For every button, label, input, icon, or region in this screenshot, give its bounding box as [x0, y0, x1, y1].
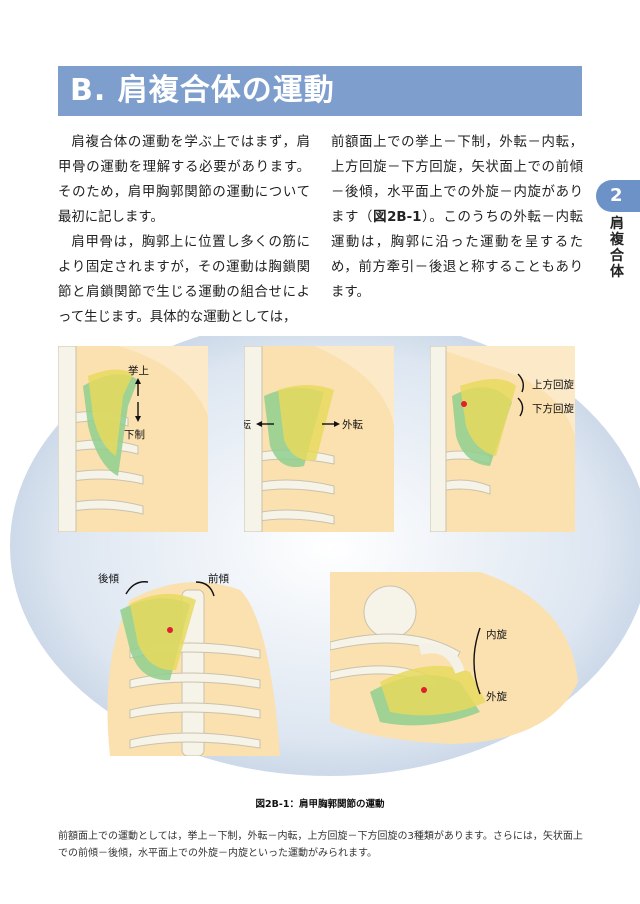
paragraph-text: ）。このうちの外転－内転運動は，胸郭に沿った運動を呈するため，前方牽引－後退と称… — [331, 210, 583, 300]
label-anterior-tilt: 前傾 — [208, 572, 229, 585]
section-header-band — [58, 66, 582, 116]
panel-upward-downward-rotation: 上方回旋 下方回旋 — [430, 346, 575, 532]
label-depression: 下制 — [124, 428, 145, 441]
paragraph: 肩甲骨は，胸郭上に位置し多くの筋により固定されますが，その運動は胸鎖関節と肩鎖関… — [58, 235, 310, 325]
section-title: B. 肩複合体の運動 — [70, 73, 335, 108]
chapter-tab[interactable]: 2 — [596, 180, 640, 212]
paragraph: 肩複合体の運動を学ぶ上ではまず，肩甲骨の運動を理解する必要があります。そのため，… — [58, 135, 310, 225]
label-internal-rotation: 内旋 — [486, 628, 507, 641]
panel-internal-external-rotation: 内旋 外旋 — [330, 572, 580, 754]
label-abduction: 外転 — [342, 419, 363, 431]
figure-caption: 図2B-1：肩甲胸郭関節の運動 — [255, 799, 385, 810]
label-external-rotation: 外旋 — [486, 690, 507, 703]
figure-reference[interactable]: 図2B-1 — [373, 210, 422, 225]
label-upward-rotation: 上方回旋 — [532, 378, 574, 391]
label-elevation: 挙上 — [128, 364, 149, 377]
panel-abduction-adduction: 内転 外転 — [244, 346, 394, 532]
label-adduction: 内転 — [244, 418, 251, 431]
figure-note: 前額面上での運動としては，挙上－下制，外転－内転，上方回旋－下方回旋の3種類があ… — [58, 831, 583, 859]
figure-2b-1: 挙上 下制 内転 外転 — [0, 336, 640, 786]
panel-elevation-depression: 挙上 下制 — [58, 346, 208, 532]
label-downward-rotation: 下方回旋 — [532, 402, 574, 415]
chapter-title: 肩複合体 — [610, 216, 624, 280]
label-posterior-tilt: 後傾 — [98, 572, 119, 585]
body-text-right: 前額面上での挙上－下制，外転－内転，上方回旋－下方回旋，矢状面上での前傾－後傾，… — [331, 130, 583, 305]
body-text-left: 肩複合体の運動を学ぶ上ではまず，肩甲骨の運動を理解する必要があります。そのため，… — [58, 130, 310, 330]
panel-anterior-posterior-tilt: 後傾 前傾 — [90, 560, 280, 756]
paragraph: 前額面上での挙上－下制，外転－内転，上方回旋－下方回旋，矢状面上での前傾－後傾，… — [331, 130, 583, 305]
paragraph-text: 前額面上での挙上－下制，外転－内転，上方回旋－下方回旋，矢状面上での前傾－後傾，… — [331, 135, 583, 225]
